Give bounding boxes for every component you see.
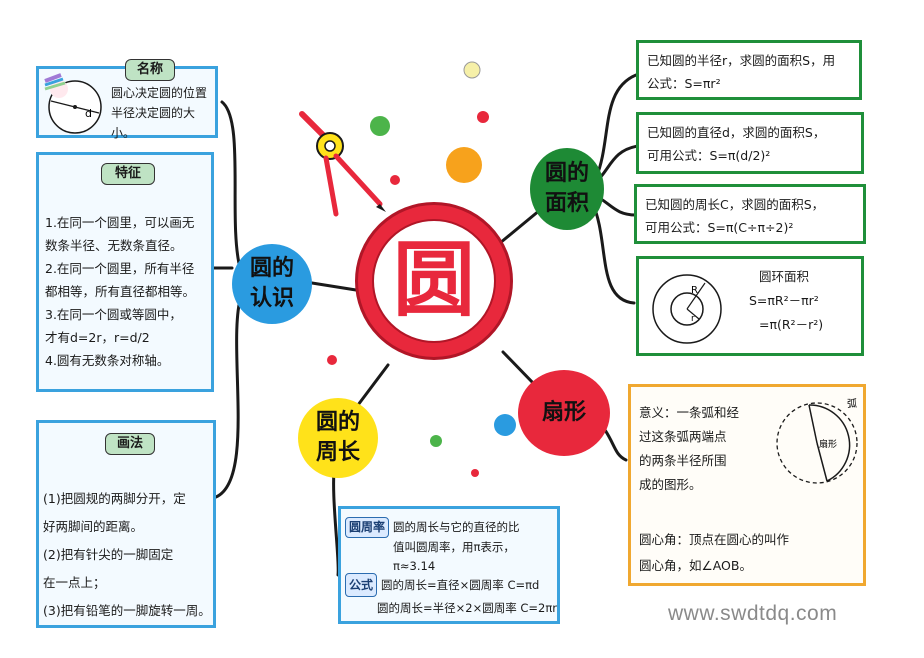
sector-line-1: 意义：一条弧和经 — [639, 405, 740, 420]
formula-tag: 公式 — [345, 573, 378, 597]
drawing-title: 画法 — [105, 433, 155, 455]
ring-formula-2: =π(R²－r²) — [759, 317, 824, 332]
area-circumference-line-1: 已知圆的周长C，求圆的面积S， — [645, 197, 825, 212]
area-radius-line-2: 公式：S=πr² — [647, 76, 721, 91]
pi-line-2: 值叫圆周率，用π表示，π≈3.14 — [393, 540, 515, 573]
watermark: www.swdtdq.com — [668, 602, 838, 625]
area-diameter-line-1: 已知圆的直径d，求圆的面积S， — [647, 125, 826, 140]
topic-perimeter: 圆的周长 — [298, 398, 378, 478]
topic-sector: 扇形 — [518, 370, 610, 456]
area-radius-line-1: 已知圆的半径r，求圆的面积S，用 — [647, 53, 836, 68]
ring-diagram: R r — [652, 274, 722, 344]
center-circle: 圆 — [355, 202, 513, 360]
perimeter-box: 圆周率圆的周长与它的直径的比 值叫圆周率，用π表示，π≈3.14 公式圆的周长=… — [338, 506, 560, 624]
drawing-line-4: 在一点上； — [43, 575, 106, 590]
ring-title: 圆环面积 — [759, 269, 810, 284]
area-diameter-line-2: 可用公式：S=π(d/2)² — [647, 148, 771, 163]
center-inner-circle: 圆 — [372, 219, 496, 343]
sector-angle-line-2: 圆心角，如∠AOB。 — [639, 558, 752, 573]
drawing-line-1: (1)把圆规的两脚分开，定 — [43, 491, 186, 506]
features-line-6: 才有d=2r，r=d/2 — [45, 330, 150, 345]
pi-line-1: 圆的周长与它的直径的比 — [393, 520, 520, 534]
features-line-7: 4.圆有无数条对称轴。 — [45, 353, 170, 368]
features-line-2: 数条半径、无数条直径。 — [45, 238, 183, 253]
sector-diagram-label: 扇形 — [819, 438, 837, 450]
area-circumference-line-2: 可用公式：S=π(C÷π÷2)² — [645, 220, 794, 235]
topic-area: 圆的面积 — [530, 148, 604, 230]
features-line-3: 2.在同一个圆里，所有半径 — [45, 261, 195, 276]
drawing-box: 画法 (1)把圆规的两脚分开，定 好两脚间的距离。 (2)把有针尖的一脚固定 在… — [36, 420, 216, 628]
naming-title: 名称 — [125, 59, 175, 81]
sector-line-3: 的两条半径所围 — [639, 453, 727, 468]
ring-area-box: R r 圆环面积 S=πR²－πr² =π(R²－r²) — [636, 256, 864, 356]
features-line-1: 1.在同一个圆里，可以画无 — [45, 215, 195, 230]
features-line-4: 都相等，所有直径都相等。 — [45, 284, 196, 299]
drawing-line-2: 好两脚间的距离。 — [43, 519, 144, 534]
features-box: 特征 1.在同一个圆里，可以画无 数条半径、无数条直径。 2.在同一个圆里，所有… — [36, 152, 214, 392]
drawing-line-3: (2)把有针尖的一脚固定 — [43, 547, 174, 562]
center-title: 圆 — [392, 233, 475, 328]
circle-diagram: d — [44, 73, 102, 134]
sector-diagram: 弧 扇形 — [776, 397, 858, 484]
formula-line-1: 圆的周长=直径×圆周率 C=πd — [381, 578, 540, 592]
area-circumference-box: 已知圆的周长C，求圆的面积S， 可用公式：S=π(C÷π÷2)² — [634, 184, 866, 244]
drawing-line-5: (3)把有铅笔的一脚旋转一周。 — [43, 603, 211, 618]
compass-icon — [299, 111, 386, 217]
sector-box: 意义：一条弧和经 过这条弧两端点 的两条半径所围 成的图形。 弧 扇形 圆心角：… — [628, 384, 866, 586]
features-title: 特征 — [101, 163, 155, 185]
ring-big-radius-label: R — [691, 285, 698, 296]
diameter-label: d — [85, 107, 92, 120]
ring-small-radius-label: r — [691, 314, 695, 324]
area-radius-box: 已知圆的半径r，求圆的面积S，用 公式：S=πr² — [636, 40, 862, 100]
topic-recognition: 圆的认识 — [232, 244, 312, 324]
sector-arc-label: 弧 — [847, 397, 857, 410]
features-line-5: 3.在同一个圆或等圆中， — [45, 307, 182, 322]
sector-line-4: 成的图形。 — [639, 477, 702, 492]
naming-line-1: 圆心决定圆的位置 — [111, 86, 208, 100]
formula-line-2: 圆的周长=半径×2×圆周率 C=2πr — [377, 601, 558, 615]
ring-formula-1: S=πR²－πr² — [749, 293, 819, 308]
sector-angle-line-1: 圆心角：顶点在圆心的叫作 — [639, 532, 790, 547]
sector-line-2: 过这条弧两端点 — [639, 429, 727, 444]
pi-tag: 圆周率 — [345, 517, 390, 538]
naming-line-2: 半径决定圆的大小。 — [111, 106, 196, 140]
naming-box: 名称 d 圆心决定圆的位置 半径决定圆的大小。 — [36, 59, 218, 140]
area-diameter-box: 已知圆的直径d，求圆的面积S， 可用公式：S=π(d/2)² — [636, 112, 864, 174]
